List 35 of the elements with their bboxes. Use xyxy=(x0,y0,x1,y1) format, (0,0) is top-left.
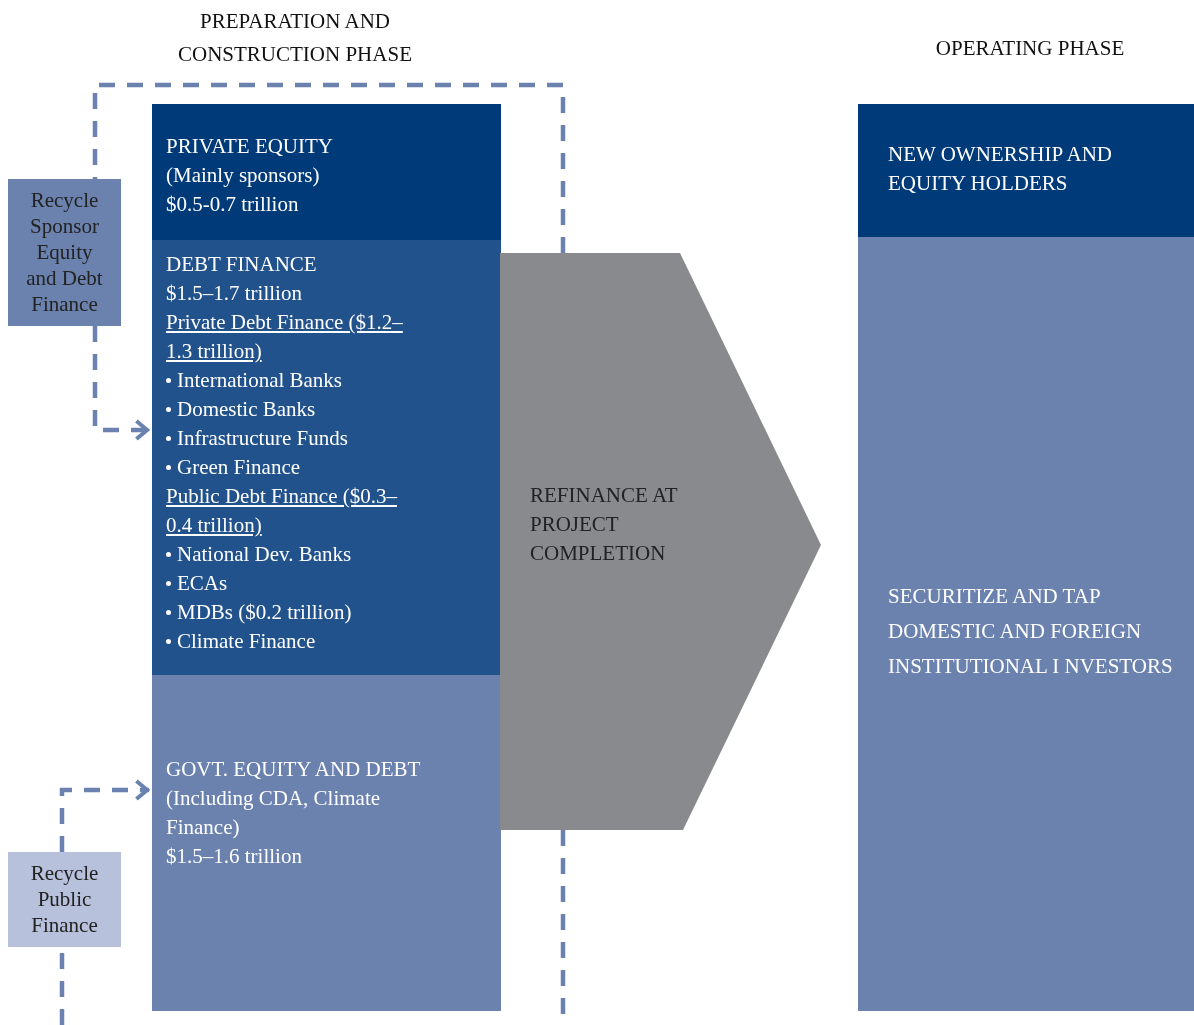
investor-panel xyxy=(858,237,1194,1011)
government-panel xyxy=(152,675,501,1011)
subheading: Private Debt Finance ($1.2–1.3 trillion) xyxy=(166,309,404,365)
panel-heading: PRIVATE EQUITY xyxy=(166,133,335,160)
ownership-panel xyxy=(858,104,1194,238)
list-item: Green Finance xyxy=(177,454,301,481)
panel-text: (Including CDA, Climate Finance) xyxy=(166,785,382,841)
equity-panel xyxy=(152,104,501,241)
list-item: ECAs xyxy=(177,570,228,597)
list-item: International Banks xyxy=(177,367,343,394)
subheading: Public Debt Finance ($0.3–0.4 trillion) xyxy=(166,483,398,539)
panel-text: $1.5–1.7 trillion xyxy=(166,280,303,307)
panel-heading: REFINANCE AT PROJECT COMPLETION xyxy=(530,482,679,567)
list-item: MDBs ($0.2 trillion) xyxy=(177,599,352,626)
dashed-arrow xyxy=(92,326,150,441)
panel-heading: NEW OWNERSHIP AND EQUITY HOLDERS xyxy=(888,141,1113,197)
panel-text: $1.5–1.6 trillion xyxy=(166,843,303,870)
list-item: Infrastructure Funds xyxy=(177,425,348,452)
panel-heading: Recycle Public Finance xyxy=(29,860,100,938)
list-item: Domestic Banks xyxy=(177,396,316,423)
dashed-line xyxy=(92,82,566,253)
panel-text: $0.5-0.7 trillion xyxy=(166,191,300,218)
panel-heading: DEBT FINANCE xyxy=(166,251,318,278)
phase-heading: PREPARATION AND CONSTRUCTION PHASE xyxy=(177,8,413,68)
phase-heading: OPERATING PHASE xyxy=(934,35,1126,62)
list-item: Climate Finance xyxy=(177,628,316,655)
recycle-box xyxy=(8,179,121,326)
dashed-arrow xyxy=(59,779,150,852)
panel-heading: SECURITIZE AND TAP DOMESTIC AND FOREIGN INSTITUTIONAL I NVESTORS xyxy=(888,583,1174,680)
recycle-box xyxy=(8,852,121,947)
debt-panel xyxy=(152,240,501,675)
list-item: National Dev. Banks xyxy=(177,541,352,568)
panel-heading: GOVT. EQUITY AND DEBT xyxy=(166,756,422,783)
panel-heading: Recycle Sponsor Equity and Debt Finance xyxy=(25,187,104,317)
panel-text: (Mainly sponsors) xyxy=(166,162,321,189)
